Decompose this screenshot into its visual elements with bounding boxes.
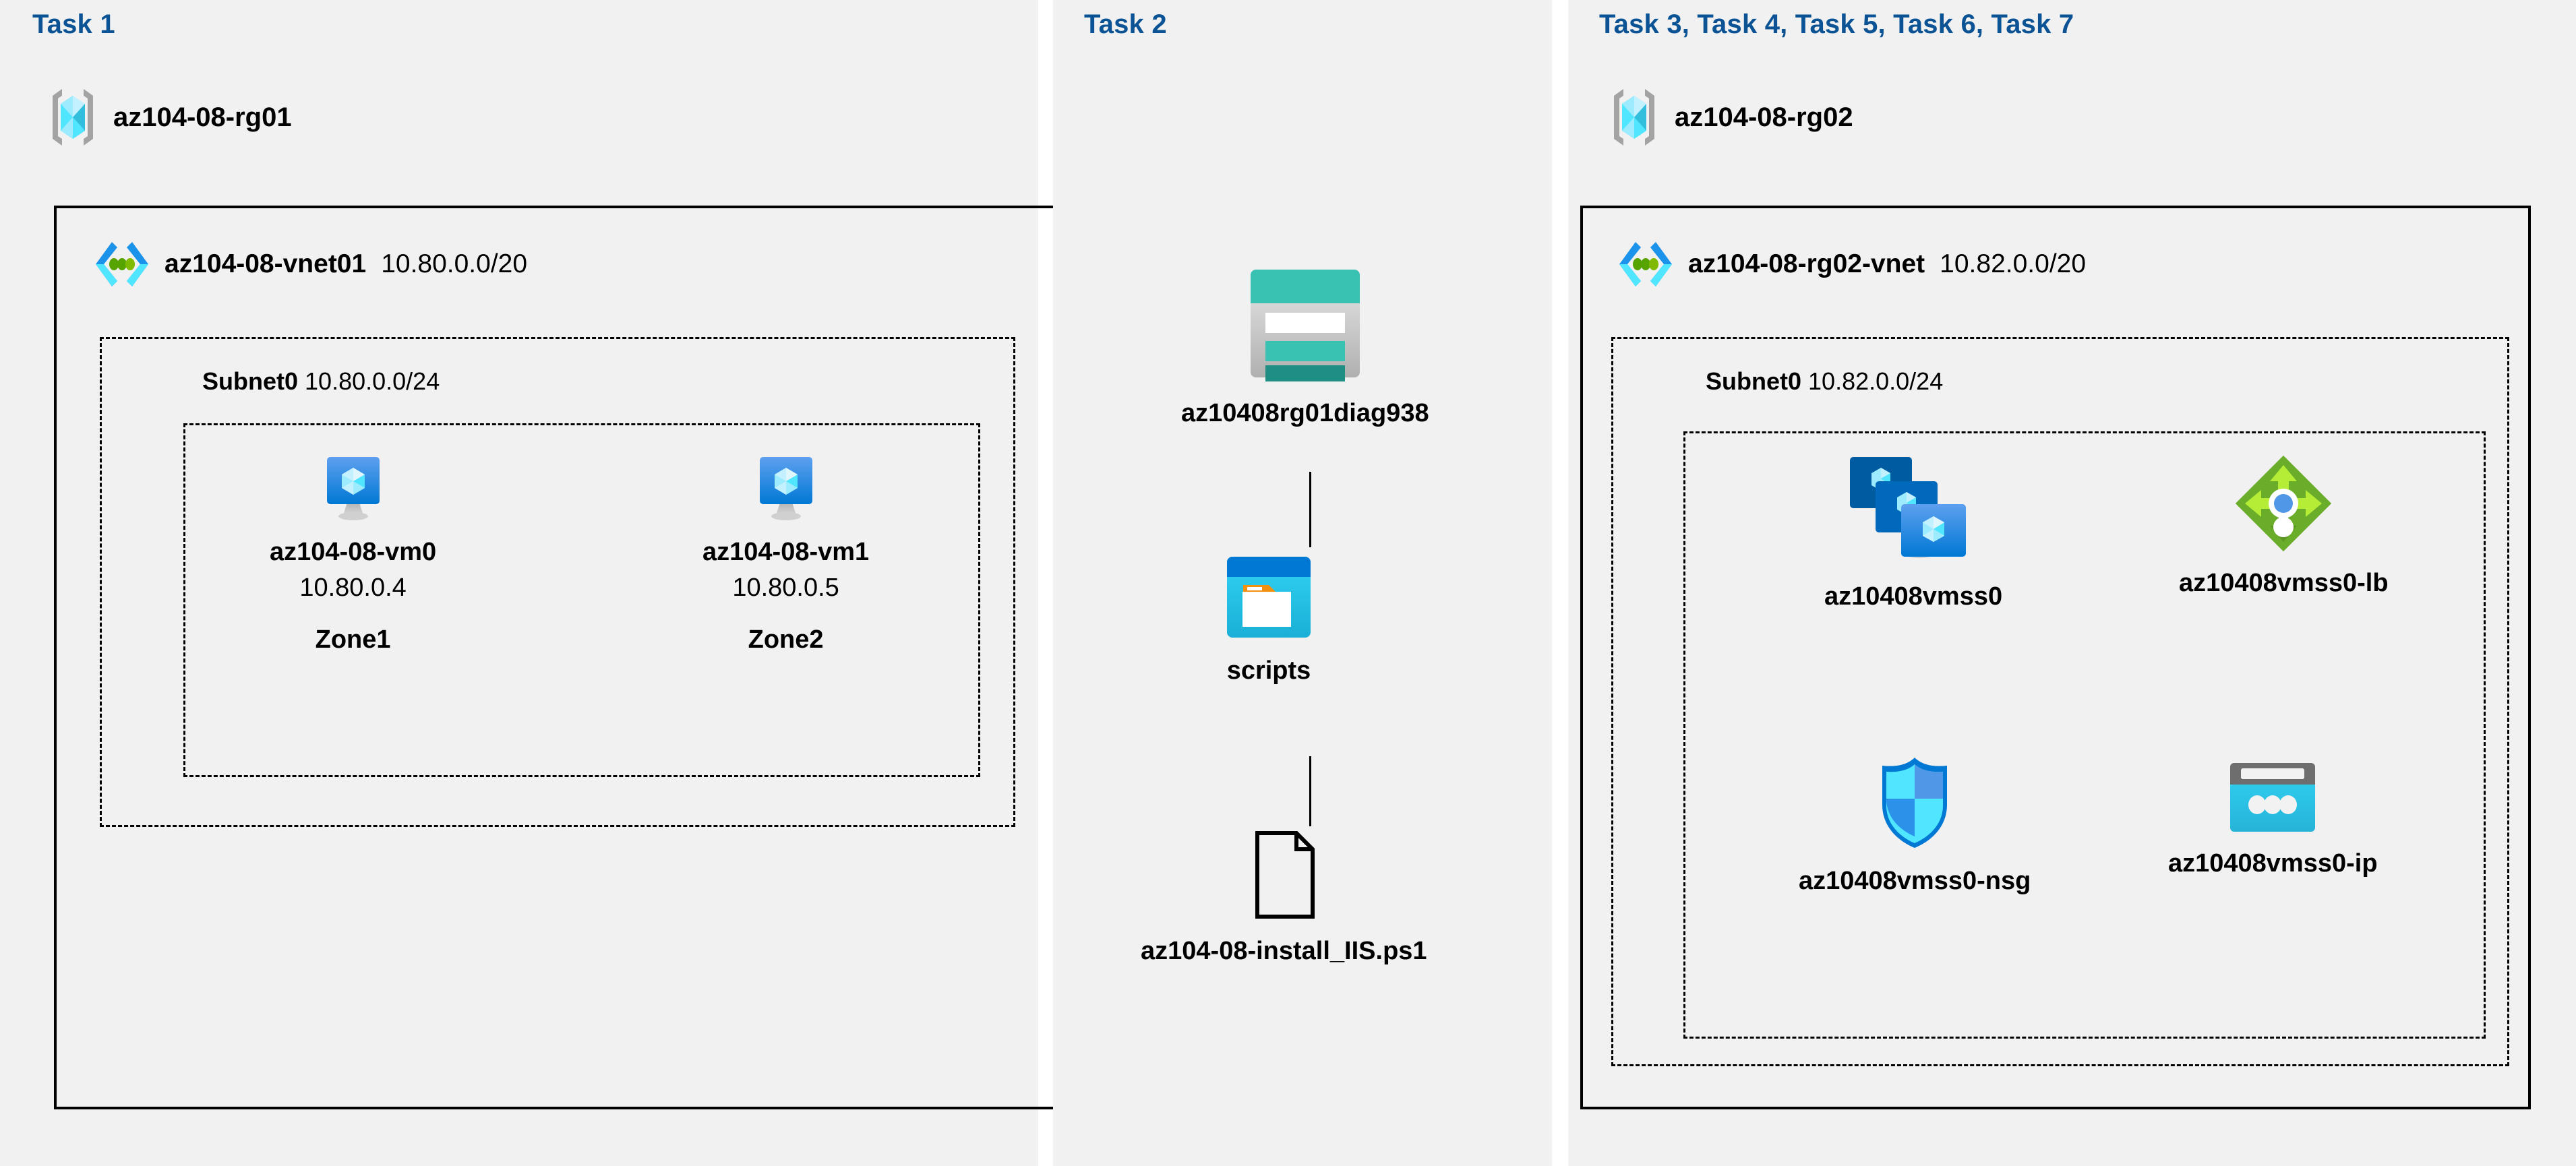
vnet-name: az104-08-rg02-vnet (1688, 249, 1925, 278)
panel-task3 (1568, 0, 2576, 1166)
vm-zone: Zone2 (748, 625, 824, 654)
load-balancer-icon (2233, 453, 2334, 554)
availability-zones-boundary (183, 423, 980, 777)
task-title-3: Task 3, Task 4, Task 5, Task 6, Task 7 (1599, 9, 2074, 39)
blob-container-node[interactable]: scripts (1222, 553, 1316, 685)
connector-container-to-file (1309, 756, 1311, 826)
network-security-group-node[interactable]: az10408vmss0-nsg (1799, 754, 2031, 896)
file-node[interactable]: az104-08-install_IIS.ps1 (1141, 828, 1427, 966)
panel-task1 (0, 0, 1038, 1166)
connector-storage-to-container (1309, 472, 1311, 547)
network-security-group-icon (1872, 754, 1957, 852)
vm-ip: 10.80.0.4 (299, 574, 407, 602)
load-balancer-name: az10408vmss0-lb (2179, 569, 2389, 597)
task-title-1: Task 1 (32, 9, 115, 39)
virtual-machine-icon (318, 453, 389, 523)
load-balancer-node[interactable]: az10408vmss0-lb (2179, 453, 2389, 598)
vm-node-az104-08-vm1[interactable]: az104-08-vm1 10.80.0.5 Zone2 (702, 453, 869, 654)
vnet-header-az104-08-rg02-vnet: az104-08-rg02-vnet 10.82.0.0/20 (1618, 239, 2086, 289)
vnet-name: az104-08-vnet01 (164, 249, 367, 278)
vnet-cidr: 10.82.0.0/20 (1940, 249, 2087, 278)
storage-account-icon (1241, 263, 1369, 384)
blob-container-icon (1222, 553, 1316, 642)
task-title-2: Task 2 (1084, 9, 1167, 39)
vm-name: az104-08-vm1 (702, 538, 870, 566)
vnet-cidr: 10.80.0.0/20 (381, 249, 528, 278)
virtual-network-icon (1618, 239, 1673, 289)
nsg-name: az10408vmss0-nsg (1799, 867, 2031, 895)
vm-zone: Zone1 (315, 625, 391, 654)
subnet-boundary-subnet0-task1 (100, 337, 1015, 827)
vnet-boundary-az104-08-rg02-vnet (1580, 206, 2531, 1109)
resource-group-label: az104-08-rg01 (113, 102, 292, 132)
subnet-cidr: 10.82.0.0/24 (1808, 367, 1944, 395)
virtual-machine-icon (750, 453, 822, 523)
vm-node-az104-08-vm0[interactable]: az104-08-vm0 10.80.0.4 Zone1 (270, 453, 436, 654)
public-ip-address-icon (2225, 760, 2320, 834)
vm-name: az104-08-vm0 (270, 538, 437, 566)
vm-scale-set-node[interactable]: az10408vmss0 (1824, 453, 2002, 611)
resource-group-az104-08-rg02: az104-08-rg02 (1610, 86, 1853, 148)
storage-account-node[interactable]: az10408rg01diag938 (1181, 263, 1429, 428)
subnet-cidr: 10.80.0.0/24 (305, 367, 440, 395)
subnet-label-task1: Subnet0 10.80.0.0/24 (202, 367, 440, 396)
public-ip-name: az10408vmss0-ip (2168, 849, 2378, 878)
vnet-header-az104-08-vnet01: az104-08-vnet01 10.80.0.0/20 (94, 239, 527, 289)
vm-ip: 10.80.0.5 (732, 574, 839, 602)
resource-group-icon (49, 86, 97, 148)
file-name: az104-08-install_IIS.ps1 (1141, 937, 1427, 965)
vmss-name: az10408vmss0 (1824, 582, 2003, 611)
subnet-boundary-subnet0-task3 (1611, 337, 2509, 1066)
resource-group-az104-08-rg01: az104-08-rg01 (49, 86, 292, 148)
public-ip-address-node[interactable]: az10408vmss0-ip (2168, 760, 2378, 878)
vmss-resources-boundary (1683, 431, 2486, 1039)
resource-group-icon (1610, 86, 1658, 148)
subnet-label-task3: Subnet0 10.82.0.0/24 (1706, 367, 1943, 396)
vm-scale-set-icon (1846, 453, 1981, 567)
virtual-network-icon (94, 239, 150, 289)
resource-group-label: az104-08-rg02 (1675, 102, 1853, 132)
subnet-name: Subnet0 (1706, 367, 1802, 395)
file-icon (1244, 828, 1323, 922)
subnet-name: Subnet0 (202, 367, 299, 395)
container-name: scripts (1226, 656, 1311, 685)
storage-account-name: az10408rg01diag938 (1181, 399, 1429, 427)
